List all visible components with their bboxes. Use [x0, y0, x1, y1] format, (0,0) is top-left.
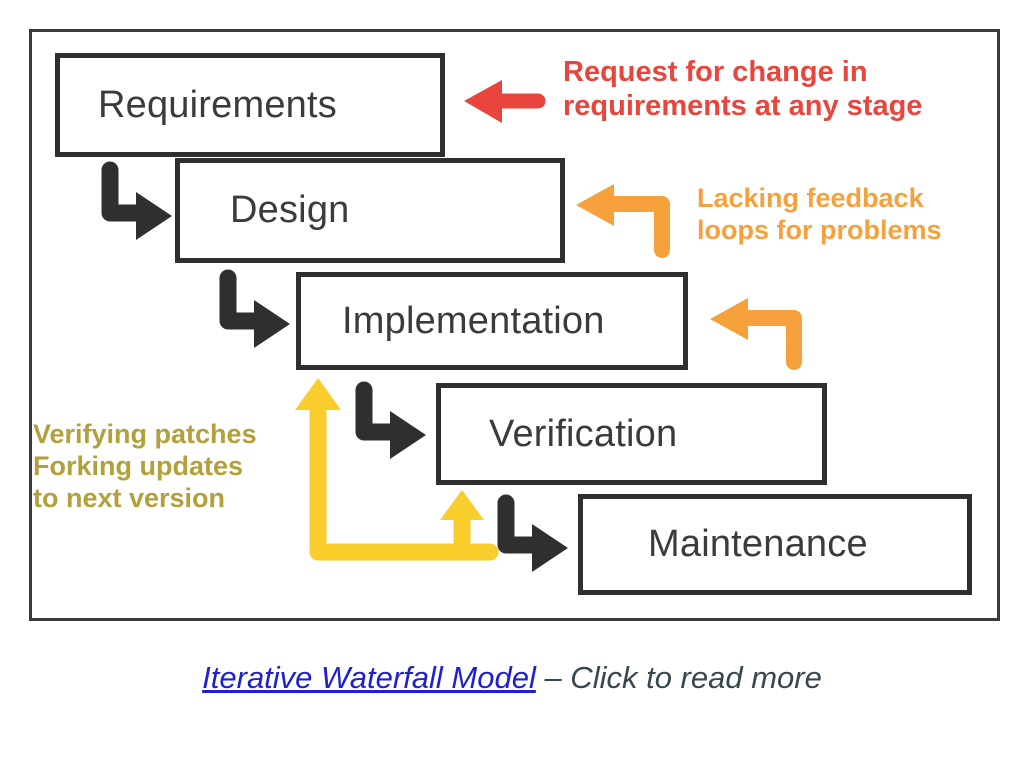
annotation-request-for-change: Request for change in requirements at an… [563, 56, 923, 123]
stage-label-implementation: Implementation [342, 299, 605, 342]
stage-box-verification: Verification [436, 383, 827, 485]
caption-link[interactable]: Iterative Waterfall Model [202, 660, 536, 695]
stage-label-maintenance: Maintenance [648, 523, 868, 565]
stage-box-design: Design [175, 158, 565, 263]
stage-box-implementation: Implementation [296, 272, 688, 370]
annotation-verifying-patches: Verifying patches Forking updates to nex… [33, 419, 257, 513]
stage-label-design: Design [230, 189, 350, 231]
caption: Iterative Waterfall Model – Click to rea… [0, 660, 1024, 696]
stage-box-maintenance: Maintenance [578, 494, 972, 595]
stage-box-requirements: Requirements [55, 53, 445, 157]
stage-label-requirements: Requirements [98, 83, 337, 126]
annotation-lacking-feedback: Lacking feedback loops for problems [697, 183, 942, 245]
stage-label-verification: Verification [489, 412, 678, 455]
caption-rest-text: – Click to read more [535, 660, 822, 695]
